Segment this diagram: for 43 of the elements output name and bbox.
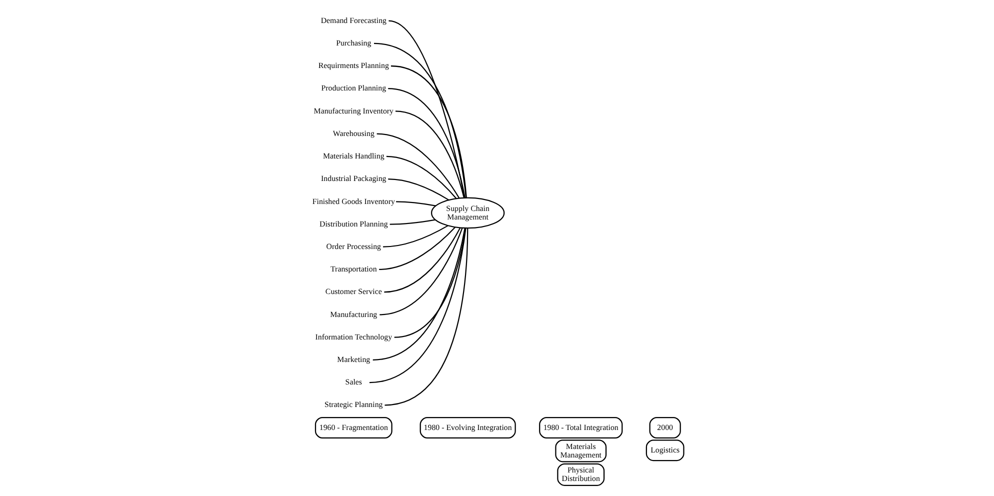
connector [378,226,456,270]
node-box: Logistics [645,440,684,462]
connector [389,219,435,225]
connector [382,225,448,248]
node-text: Requirments Planning [318,61,388,70]
connector [372,228,465,360]
connector [373,42,466,198]
connector [368,228,466,384]
node-text: Distribution Planning [318,219,388,228]
node-box: 2000 [648,417,680,438]
node-box: 1960 - Fragmentation [314,417,392,438]
node-text: Demand Forecasting [320,16,386,25]
connector [379,228,462,316]
node-text: Information Technology [314,332,392,342]
node-text: Finished Goods Inventory [312,196,394,206]
node-text: Transportation [330,264,376,274]
node-text: Customer Service [324,287,382,296]
node-text: Marketing [336,355,370,364]
connector [390,65,466,198]
connector [396,201,436,206]
node-box: Materials Management [554,440,606,462]
node-text: Order Processing [326,242,380,251]
node-text: Sales [344,378,362,387]
node-text: Strategic Planning [324,400,382,410]
connector [384,228,468,406]
connector [388,178,448,200]
node-text: Industrial Packaging [320,174,386,184]
node-text: Purchasing [336,38,371,48]
connector [388,88,465,198]
connector [384,228,460,293]
node-box: 1980 - Evolving Integration [419,417,516,438]
connector [376,133,460,198]
node-box: 1980 - Total Integration [538,417,622,438]
node-text: Manufacturing [330,310,377,319]
node-text: Manufacturing Inventory [313,106,394,116]
connector [394,110,464,198]
connector [386,156,456,199]
node-text: Production Planning [320,84,386,93]
node-text: Warehousing [332,128,374,138]
node-ellipse: Supply Chain Management [430,197,504,229]
connector [388,20,464,198]
node-box: Physical Distribution [556,463,604,486]
node-text: Materials Handling [322,152,384,161]
